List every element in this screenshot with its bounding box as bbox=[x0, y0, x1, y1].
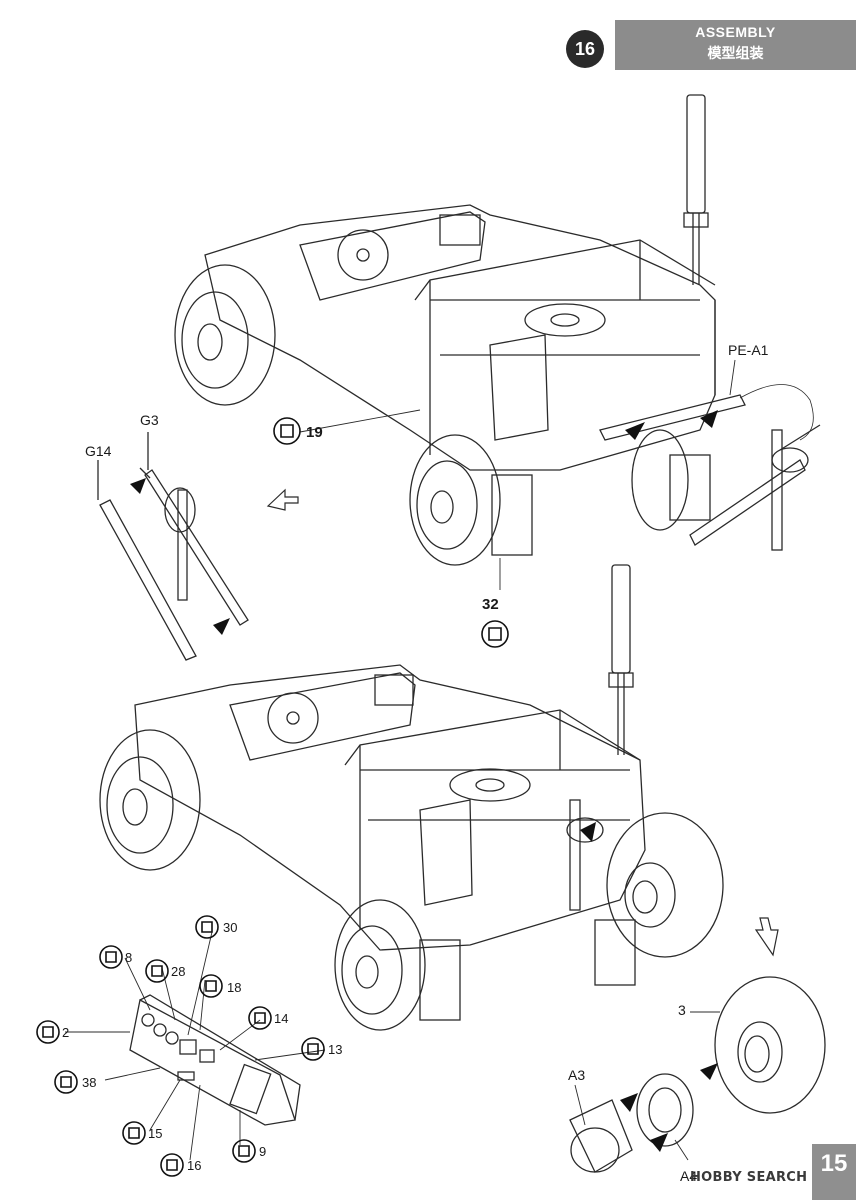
upper-steering-wheel bbox=[337, 229, 389, 281]
upper-mud-flap-left bbox=[491, 474, 533, 556]
page-number: 15 bbox=[820, 1150, 848, 1177]
part-label-a4: A4 bbox=[680, 1168, 698, 1184]
decal-markers bbox=[36, 417, 509, 1177]
arrow-upper-g-bracket bbox=[266, 488, 299, 511]
upper-antenna bbox=[686, 94, 706, 214]
decal-icon-9 bbox=[232, 1139, 256, 1163]
part-label-g3: G3 bbox=[140, 412, 159, 428]
lower-turret-ring bbox=[449, 768, 531, 802]
decal-number-28: 28 bbox=[171, 964, 186, 979]
decal-icon-18 bbox=[199, 974, 223, 998]
g3-g14-bracket-drawing bbox=[97, 432, 249, 661]
header-subtitle: 模型组装 bbox=[707, 46, 764, 62]
decal-number-13: 13 bbox=[328, 1042, 343, 1057]
decal-number-30: 30 bbox=[223, 920, 238, 935]
leader-lines bbox=[65, 359, 736, 1161]
step-number-badge: 16 bbox=[566, 30, 604, 68]
decal-icon-32 bbox=[481, 620, 509, 648]
upper-front-wheel bbox=[174, 264, 276, 406]
decal-number-14: 14 bbox=[274, 1011, 289, 1026]
decal-icon-19 bbox=[273, 417, 301, 445]
upper-turret-ring bbox=[524, 303, 606, 337]
lower-front-wheel bbox=[99, 729, 201, 871]
decal-number-19: 19 bbox=[306, 424, 323, 441]
lower-steering-wheel bbox=[267, 692, 319, 744]
direction-arrows bbox=[266, 488, 779, 957]
lower-antenna bbox=[611, 564, 631, 674]
rim-part-a3 bbox=[569, 1099, 633, 1173]
header-title: ASSEMBLY bbox=[695, 24, 776, 40]
upper-mud-flap-right bbox=[669, 454, 711, 521]
lower-mud-flap-left bbox=[419, 939, 461, 1021]
part-label-3: 3 bbox=[678, 1002, 686, 1018]
upper-vehicle-drawing bbox=[174, 94, 821, 566]
decal-number-2: 2 bbox=[62, 1025, 70, 1040]
solid-pointer-arrows bbox=[130, 410, 718, 1152]
part-label-pe-a1: PE-A1 bbox=[728, 342, 769, 358]
decal-icon-38 bbox=[54, 1070, 78, 1094]
upper-rear-wheel bbox=[409, 434, 501, 566]
decal-number-32: 32 bbox=[482, 596, 499, 613]
part-label-g14: G14 bbox=[85, 443, 112, 459]
decal-number-38: 38 bbox=[82, 1075, 97, 1090]
spare-wheel-mounted bbox=[606, 812, 724, 958]
decal-number-15: 15 bbox=[148, 1126, 163, 1141]
spare-wheel-exploded-drawing bbox=[569, 976, 826, 1173]
lower-rear-wheel bbox=[334, 899, 426, 1031]
decal-number-8: 8 bbox=[125, 950, 133, 965]
decal-icon-8 bbox=[99, 945, 123, 969]
page-number-box bbox=[812, 1144, 856, 1200]
decal-icon-15 bbox=[122, 1121, 146, 1145]
decal-icon-16 bbox=[160, 1153, 184, 1177]
decal-number-9: 9 bbox=[259, 1144, 267, 1159]
decal-number-16: 16 bbox=[187, 1158, 202, 1173]
part-label-a3: A3 bbox=[568, 1067, 586, 1083]
decal-icon-13 bbox=[301, 1037, 325, 1061]
wheel-hub-part-a4 bbox=[636, 1073, 694, 1147]
watermark: HOBBY SEARCH bbox=[690, 1170, 808, 1185]
decal-icon-14 bbox=[248, 1006, 272, 1030]
radio-panel-drawing bbox=[129, 994, 301, 1126]
arrow-lower-spare bbox=[754, 917, 779, 957]
header-bar bbox=[615, 20, 856, 70]
lower-vehicle-drawing bbox=[99, 564, 724, 1031]
decal-number-18: 18 bbox=[227, 980, 242, 995]
spare-tire-part-3 bbox=[714, 976, 826, 1114]
decal-icon-2 bbox=[36, 1020, 60, 1044]
decal-icon-28 bbox=[145, 959, 169, 983]
decal-icon-30 bbox=[195, 915, 219, 939]
